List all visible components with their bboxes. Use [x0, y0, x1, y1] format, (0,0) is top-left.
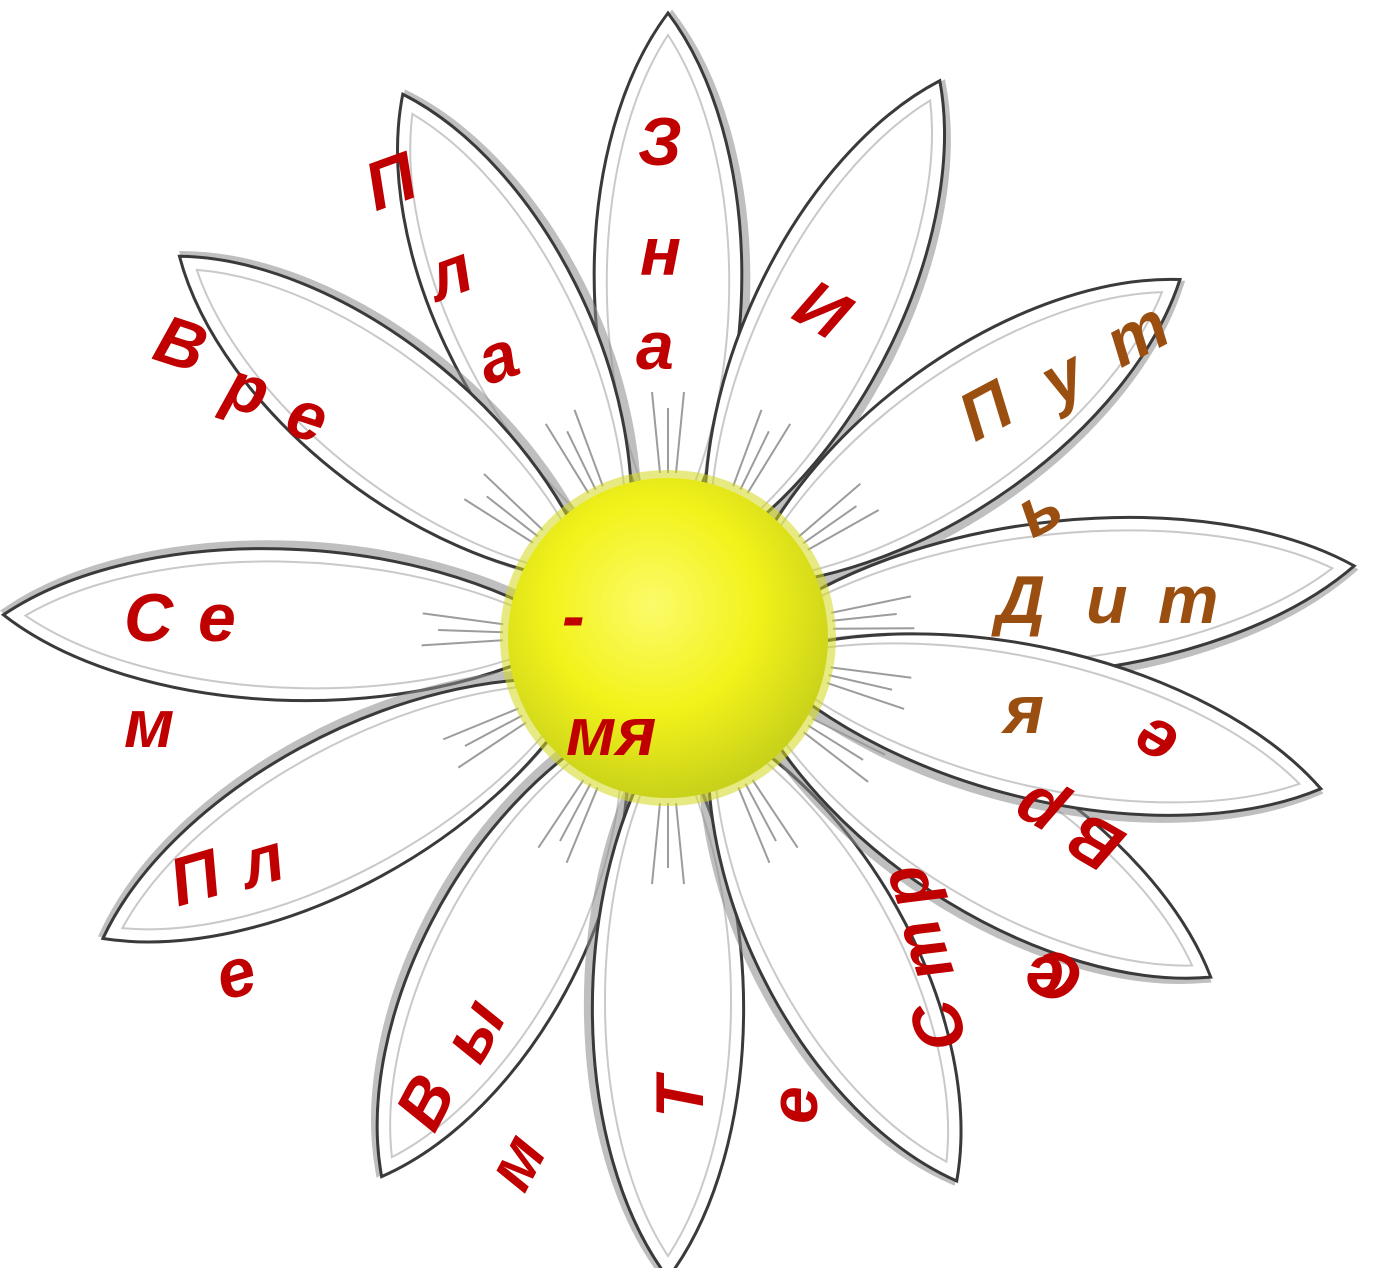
petal-zna-letter-2: н [640, 218, 681, 286]
center-dash: - [562, 582, 585, 650]
petal-zna-letter-1: З [638, 108, 682, 176]
petal-te-letter-2: е [760, 1086, 828, 1124]
petal-sem-letter-3: м [124, 690, 174, 758]
petal-zna-letter-3: а [636, 312, 674, 380]
petal-dit-letter-1: Д [996, 566, 1045, 634]
petal-sem-letter-2: е [198, 584, 236, 652]
petal-dit-letter-4: я [1004, 676, 1044, 744]
petal-sem-letter-1: С [124, 584, 173, 652]
petal-dit-letter-3: т [1158, 566, 1218, 634]
petal-te-letter-1: Т [646, 1076, 714, 1118]
petal-dit-letter-2: и [1086, 566, 1128, 634]
center-text: мя [566, 698, 656, 766]
flower-center-disc [508, 478, 828, 798]
petal-se-letter-2: е [1026, 946, 1064, 1014]
